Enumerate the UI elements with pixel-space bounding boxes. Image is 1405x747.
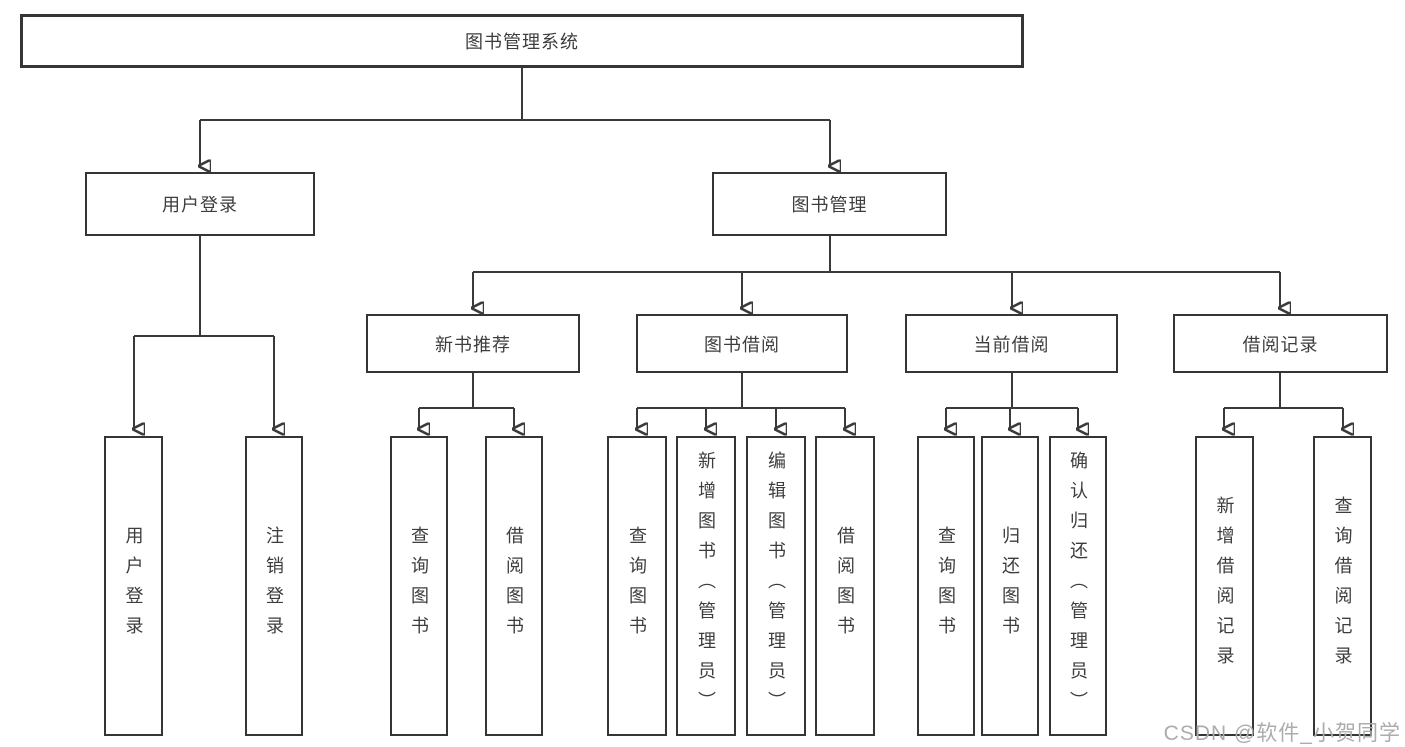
leaf-bb-borrow-books: 借阅图书 — [815, 436, 875, 736]
node-book-borrowing: 图书借阅 — [636, 314, 848, 373]
leaf-cb-query-books: 查询图书 — [917, 436, 975, 736]
leaf-bb-edit-book-admin: 编辑图书（管理员） — [746, 436, 806, 736]
node-new-book-recommendation: 新书推荐 — [366, 314, 580, 373]
node-current-borrowing: 当前借阅 — [905, 314, 1118, 373]
node-borrowing-records: 借阅记录 — [1173, 314, 1388, 373]
leaf-nb-query-books: 查询图书 — [390, 436, 448, 736]
leaf-logout: 注销登录 — [245, 436, 303, 736]
leaf-bb-add-book-admin: 新增图书（管理员） — [676, 436, 736, 736]
node-book-management: 图书管理 — [712, 172, 947, 236]
node-user-login: 用户登录 — [85, 172, 315, 236]
node-library-management-system: 图书管理系统 — [20, 14, 1024, 68]
leaf-cb-confirm-return-admin: 确认归还（管理员） — [1049, 436, 1107, 736]
leaf-br-query-borrow-record: 查询借阅记录 — [1313, 436, 1372, 736]
leaf-cb-return-books: 归还图书 — [981, 436, 1039, 736]
leaf-user-login: 用户登录 — [104, 436, 163, 736]
leaf-nb-borrow-books: 借阅图书 — [485, 436, 543, 736]
leaf-bb-query-books: 查询图书 — [607, 436, 667, 736]
leaf-br-add-borrow-record: 新增借阅记录 — [1195, 436, 1254, 736]
